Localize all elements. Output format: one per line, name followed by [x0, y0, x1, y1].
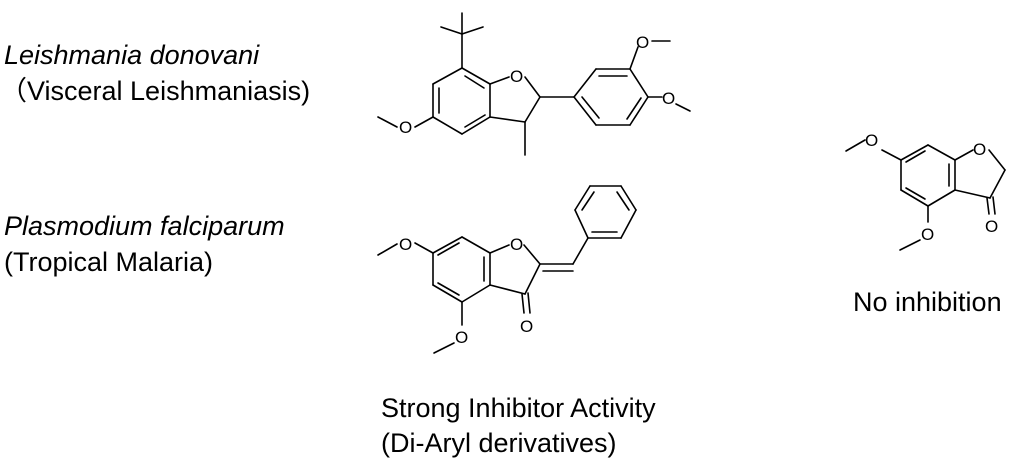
mol1-furan-oxygen: O: [510, 67, 523, 86]
diaryl-derivatives-caption: (Di-Aryl derivatives): [381, 428, 617, 458]
organism-2-disease: (Tropical Malaria): [4, 247, 214, 277]
mol1-ring-methoxy-oxygen: O: [399, 118, 412, 137]
mol3-furan-oxygen: O: [973, 140, 986, 159]
mol3-methoxy-oxygen-2: O: [921, 225, 934, 244]
mol2-methoxy-oxygen-2: O: [455, 328, 468, 347]
organism-2-name: Plasmodium falciparum: [4, 211, 285, 241]
no-inhibition-caption: No inhibition: [853, 287, 1002, 317]
mol1-methoxy-oxygen-2: O: [662, 89, 675, 108]
mol1-methoxy-oxygen-1: O: [636, 33, 649, 52]
organism-1-name: Leishmania donovani: [4, 40, 260, 70]
mol2-methoxy-oxygen-1: O: [399, 235, 412, 254]
dihydrobenzofuran-neolignan-structure: [377, 12, 691, 156]
strong-inhibitor-caption: Strong Inhibitor Activity: [381, 393, 656, 423]
mol2-carbonyl-oxygen: O: [520, 317, 533, 336]
organism-1-disease: （Visceral Leishmaniasis): [0, 76, 311, 106]
mol3-methoxy-oxygen-1: O: [865, 131, 878, 150]
benzofuranone-structure: [845, 139, 1006, 251]
mol2-furan-oxygen: O: [510, 235, 523, 254]
aurone-structure: [377, 185, 637, 354]
mol3-carbonyl-oxygen: O: [985, 217, 998, 236]
